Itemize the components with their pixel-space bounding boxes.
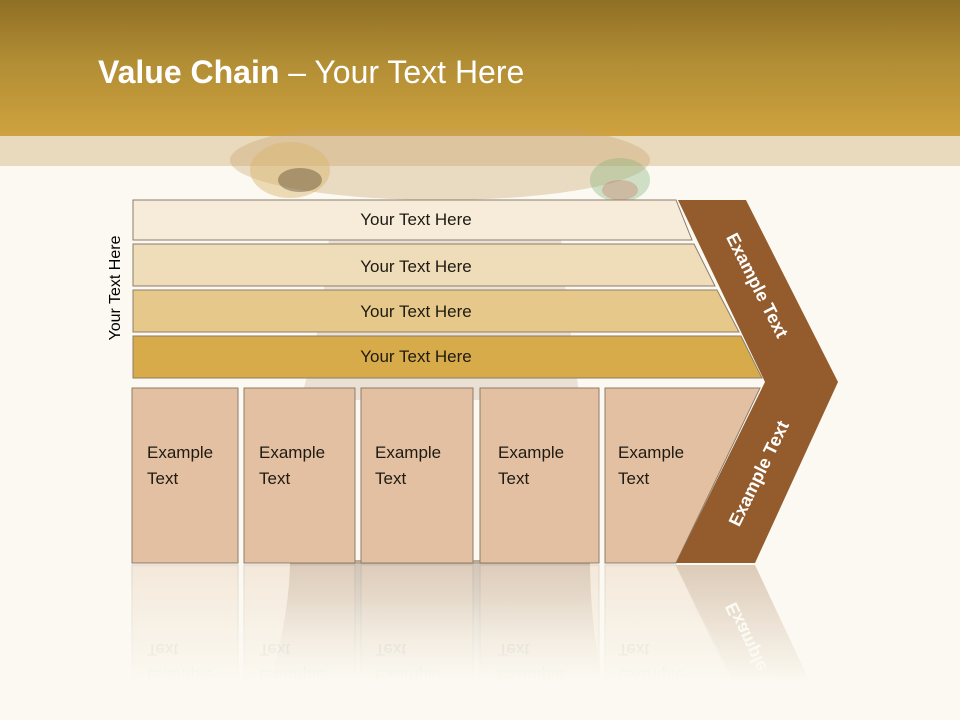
box-3[interactable] [360, 387, 474, 564]
slide-title: Value Chain – Your Text Here [98, 54, 524, 91]
title-rest: – Your Text Here [279, 54, 525, 90]
box-2[interactable] [243, 387, 356, 564]
bar-4-label: Your Text Here [360, 347, 472, 366]
bar-4[interactable] [132, 335, 763, 379]
box-1-line-1: Example [147, 443, 213, 462]
bar-2-label: Your Text Here [360, 257, 472, 276]
chevron-bottom[interactable] [676, 382, 838, 563]
box-1[interactable] [131, 387, 239, 564]
chevron-top[interactable] [678, 200, 838, 382]
bar-2[interactable] [132, 243, 716, 287]
box-5-line-2: Text [618, 469, 649, 488]
bar-1[interactable] [132, 199, 693, 241]
bar-1-label: Your Text Here [360, 210, 472, 229]
side-label: Your Text Here [107, 235, 124, 341]
bar-3[interactable] [132, 289, 740, 333]
bar-3-label: Your Text Here [360, 302, 472, 321]
box-1-line-2: Text [147, 469, 178, 488]
title-bold: Value Chain [98, 54, 280, 90]
header-stripe [0, 136, 960, 166]
box-2-line-2: Text [259, 469, 290, 488]
box-2-line-1: Example [259, 443, 325, 462]
header-band [0, 0, 960, 136]
box-5-line-1: Example [618, 443, 684, 462]
reflection-fade [120, 564, 860, 720]
box-3-line-2: Text [375, 469, 406, 488]
box-4[interactable] [479, 387, 600, 564]
box-3-line-1: Example [375, 443, 441, 462]
box-4-line-1: Example [498, 443, 564, 462]
box-4-line-2: Text [498, 469, 529, 488]
